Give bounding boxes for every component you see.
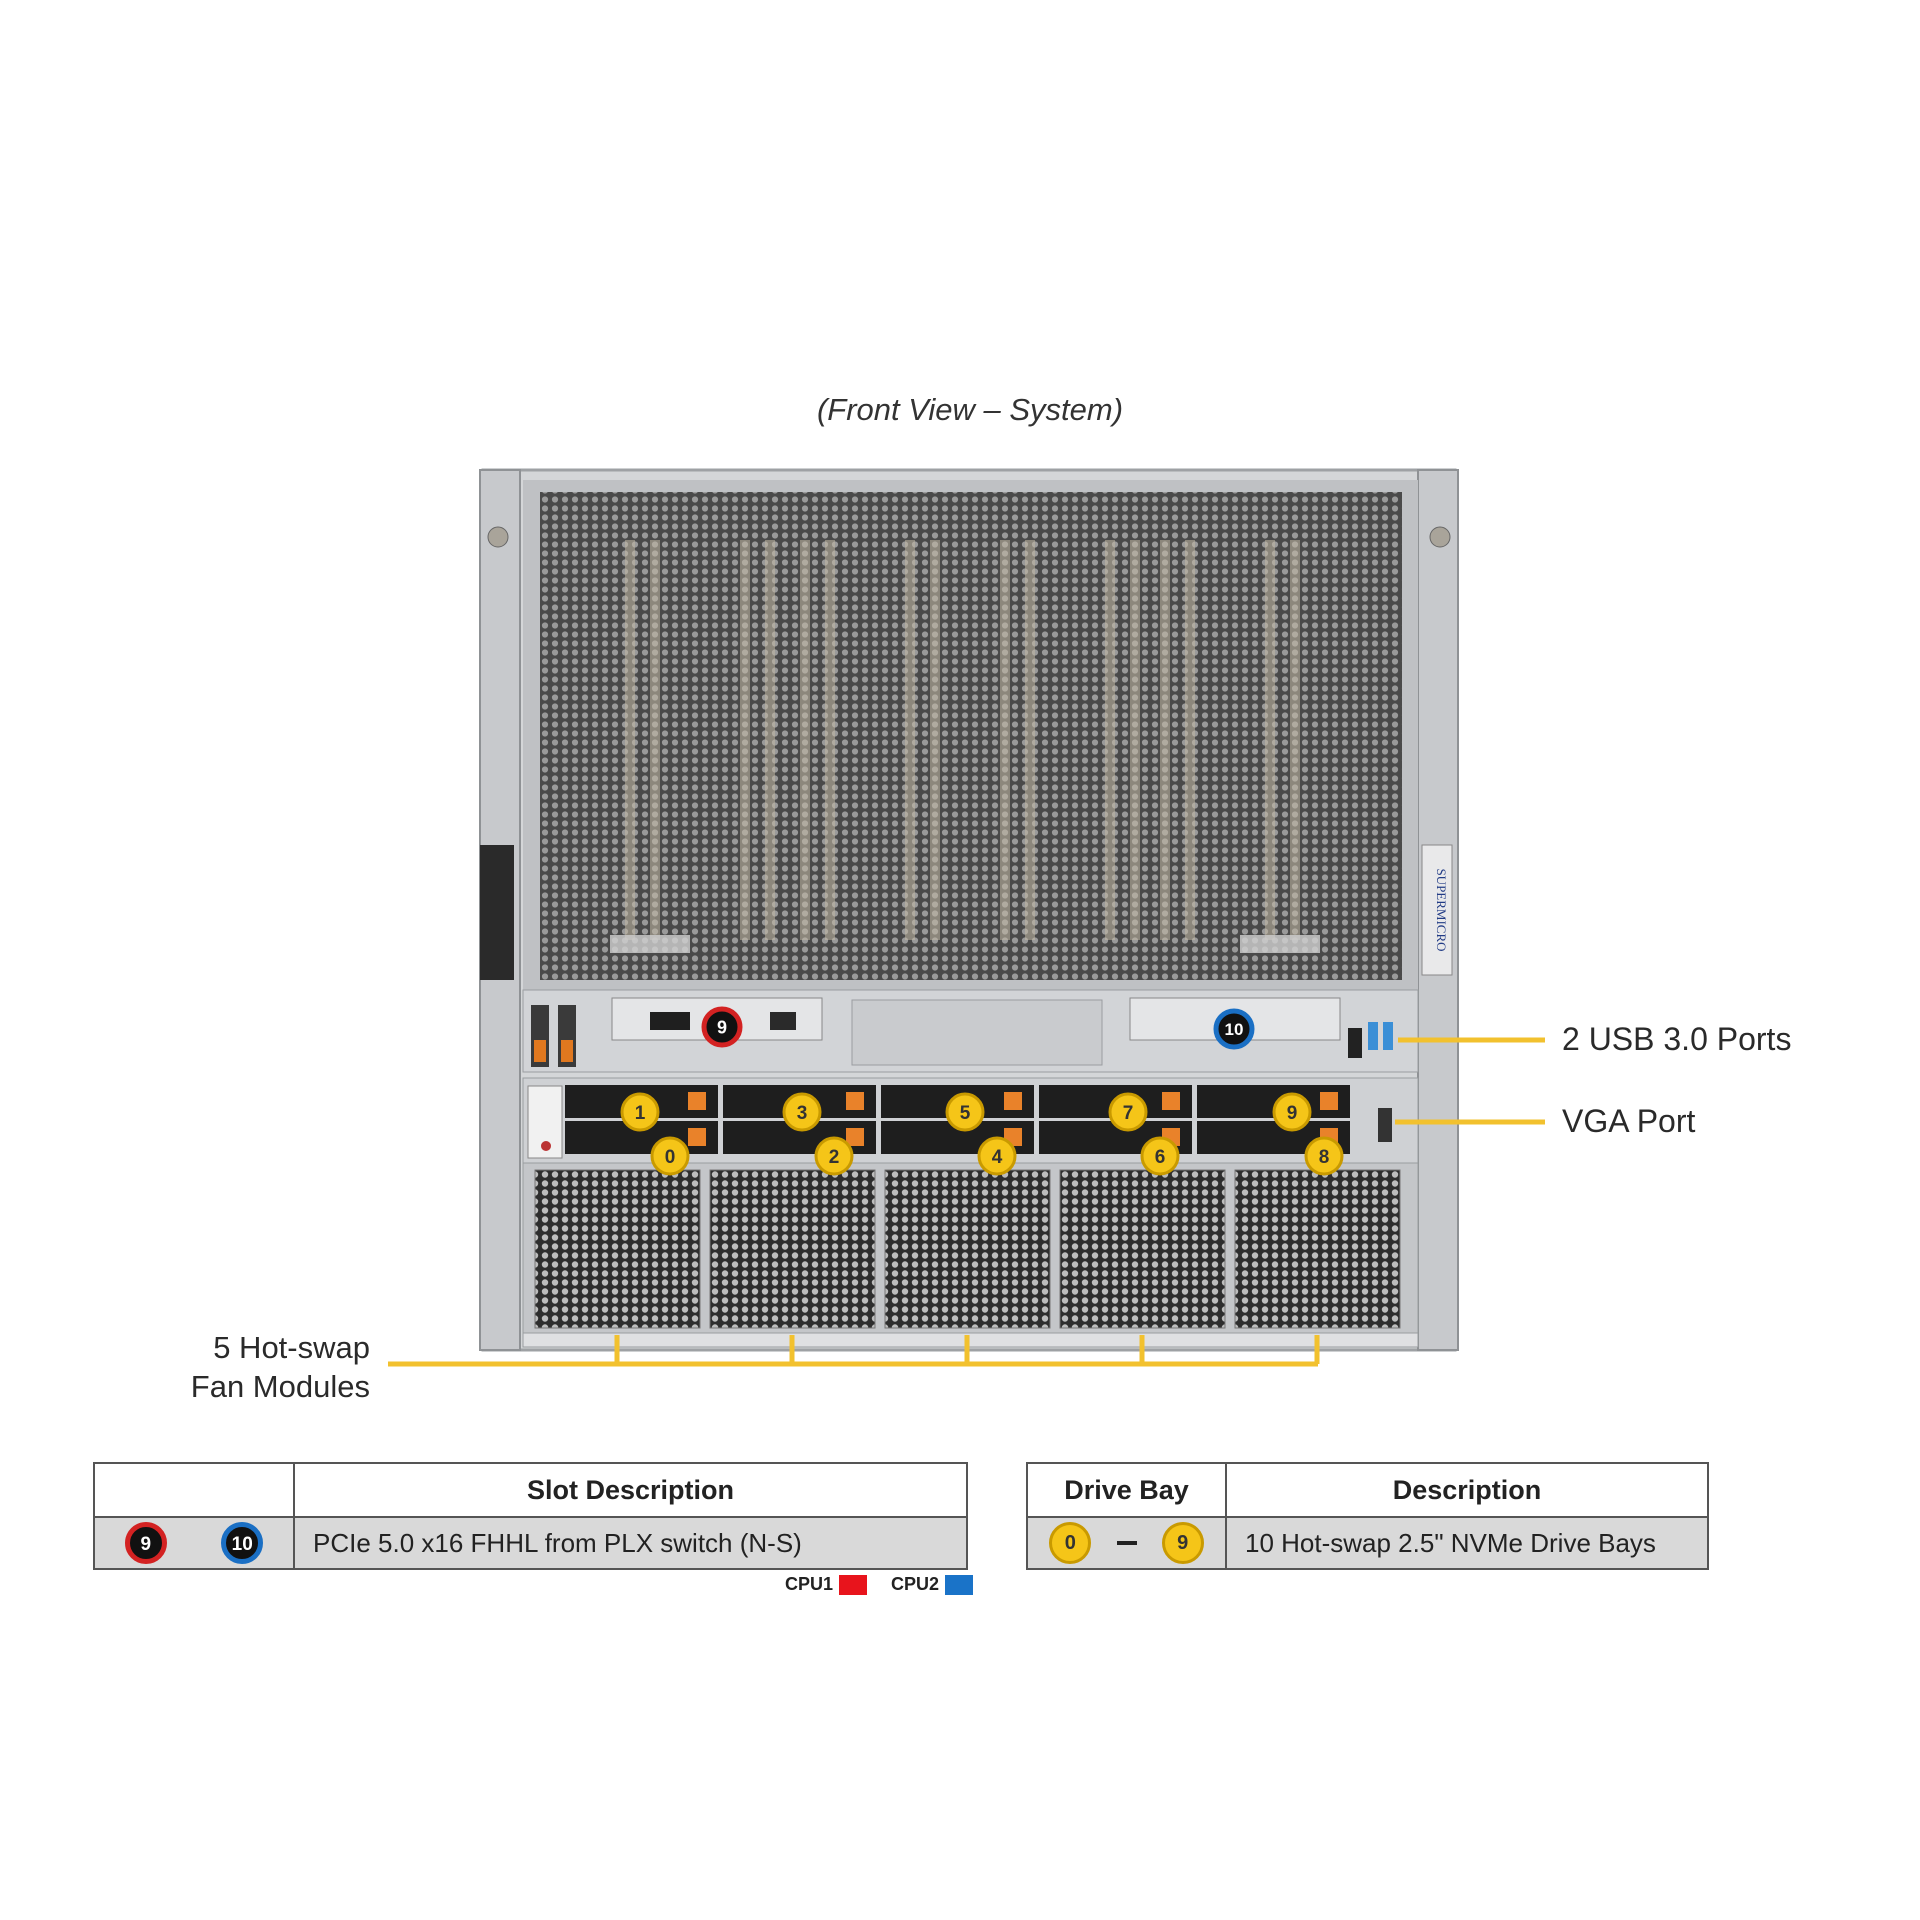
callout-lines: [388, 1037, 1545, 1367]
figure-caption: (Front View – System): [816, 392, 1124, 427]
drive-bay-marker-label: 1: [635, 1103, 646, 1124]
drive-description-cell: 10 Hot-swap 2.5" NVMe Drive Bays: [1225, 1516, 1709, 1570]
drive-bay-marker-label: 5: [960, 1103, 971, 1124]
slot-9-badge: 9: [124, 1522, 167, 1564]
range-dash: [1116, 1541, 1137, 1545]
drive-bay-marker-label: 7: [1123, 1103, 1134, 1124]
usb-port: [1383, 1022, 1393, 1050]
cpu-legend: CPU1 CPU2: [785, 1574, 974, 1596]
cpu1-label: CPU1: [785, 1574, 834, 1594]
drive-bay-marker: 0: [650, 1136, 690, 1176]
fan-module: [709, 1169, 876, 1329]
drive-description-header: Description: [1225, 1462, 1709, 1518]
vga-port: [1378, 1108, 1392, 1142]
drive-legend-table: Drive Bay Description 0 9 10 Hot-swap 2.…: [1026, 1462, 1709, 1570]
fan-module: [534, 1169, 701, 1329]
fan-callout-line2: Fan Modules: [190, 1369, 370, 1404]
fan-callout-line1: 5 Hot-swap: [213, 1330, 370, 1365]
fan-module: [1059, 1169, 1226, 1329]
drive-bay-marker: 8: [1304, 1136, 1344, 1176]
drive-bay-marker: 5: [945, 1092, 985, 1132]
slot-description-header: Slot Description: [293, 1462, 968, 1518]
usb-port: [1368, 1022, 1378, 1050]
gpu-card-rails: [625, 540, 1300, 940]
fan-module: [884, 1169, 1051, 1329]
cpu2-label: CPU2: [891, 1574, 940, 1594]
callout-fan-modules: 5 Hot-swap Fan Modules: [110, 1328, 370, 1406]
slot-badge-header: [93, 1462, 295, 1518]
gpu-grille: [540, 492, 1402, 980]
fan-modules: [534, 1169, 1401, 1329]
slot-description-cell: PCIe 5.0 x16 FHHL from PLX switch (N-S): [293, 1516, 968, 1570]
drive-bay-marker-label: 0: [665, 1147, 676, 1168]
drive-bay-marker-label: 9: [1287, 1103, 1298, 1124]
drive-bay-marker: 1: [620, 1092, 660, 1132]
cpu2-swatch: [945, 1575, 974, 1596]
callout-vga-port: VGA Port: [1562, 1103, 1696, 1139]
cpu1-swatch: [839, 1575, 868, 1596]
drive-bay-marker-label: 6: [1155, 1147, 1166, 1168]
supermicro-logo-text: SUPERMICRO: [1434, 868, 1449, 951]
drive-range-start-badge: 0: [1049, 1522, 1092, 1564]
slot-10-marker: 10: [1213, 1008, 1255, 1050]
drive-bay-marker: 2: [814, 1136, 854, 1176]
drive-bay-marker-label: 3: [797, 1103, 808, 1124]
drive-bay-marker: 9: [1272, 1092, 1312, 1132]
slot-10-marker-label: 10: [1225, 1020, 1244, 1039]
drive-range-cell: 0 9: [1026, 1516, 1227, 1570]
fan-module: [1234, 1169, 1401, 1329]
drive-bay-header: Drive Bay: [1026, 1462, 1227, 1518]
drive-bay-marker: 4: [977, 1136, 1017, 1176]
drive-bay-marker-label: 8: [1319, 1147, 1330, 1168]
slot-9-marker-label: 9: [717, 1017, 727, 1037]
slot-legend-table: Slot Description 9 10 PCIe 5.0 x16 FHHL …: [93, 1462, 968, 1570]
drive-bay-marker: 6: [1140, 1136, 1180, 1176]
slot-10-badge: 10: [221, 1522, 264, 1564]
drive-bay-marker-label: 2: [829, 1147, 840, 1168]
drive-bay-marker-label: 4: [992, 1147, 1003, 1168]
slot-badges-cell: 9 10: [93, 1516, 295, 1570]
drive-bay-marker: 7: [1108, 1092, 1148, 1132]
drive-range-end-badge: 9: [1161, 1522, 1204, 1564]
drive-bay-marker: 3: [782, 1092, 822, 1132]
slot-9-marker: 9: [701, 1006, 743, 1048]
callout-usb-ports: 2 USB 3.0 Ports: [1562, 1021, 1792, 1057]
supermicro-logo: [1421, 844, 1453, 976]
